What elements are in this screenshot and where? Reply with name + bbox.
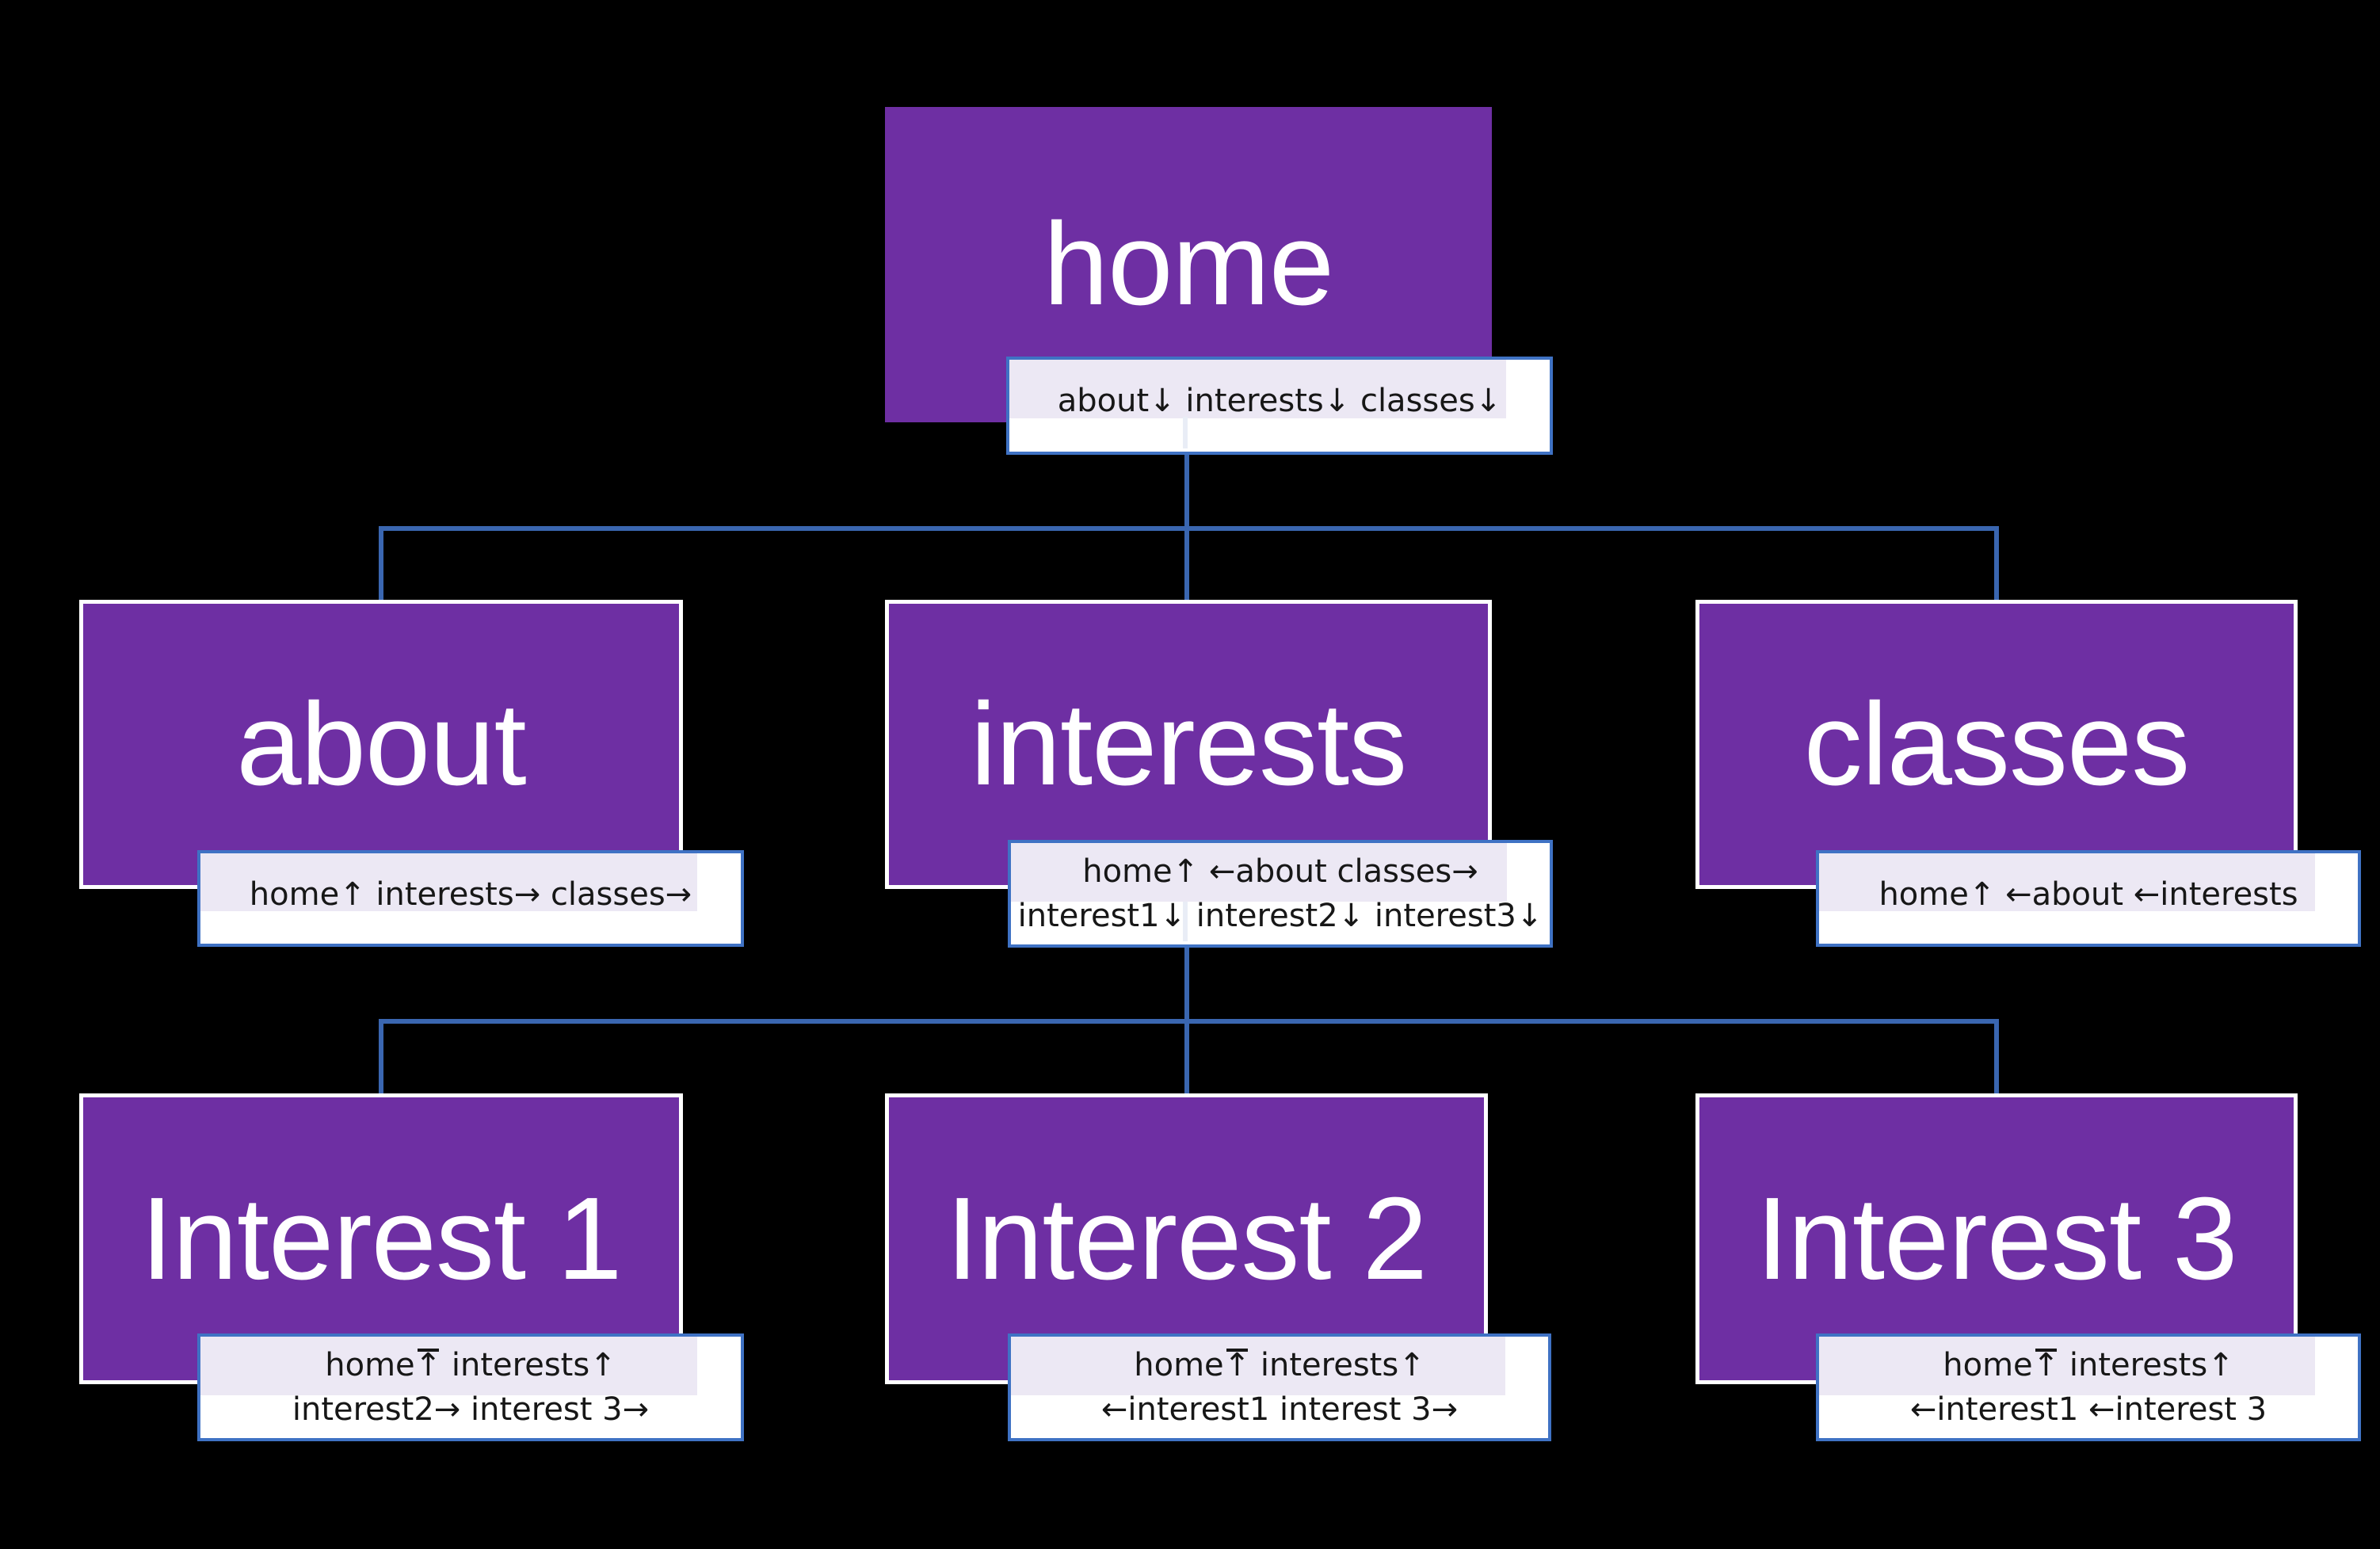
up-arrow-to-bar-icon: ↑ [1224, 1343, 1251, 1387]
node-classes-nav-links: home↑ ←about ←interests [1878, 876, 2298, 913]
node-about-box: about [79, 600, 683, 889]
node-interests-nav-links-1: home↑ ←about classes→ [1082, 853, 1478, 890]
node-about-navlabel: home↑ interests→ classes→ [197, 850, 744, 947]
navlabel-highlight [1009, 360, 1507, 419]
navlabel-highlight [1819, 853, 2315, 911]
node-classes-navlabel: home↑ ←about ←interests [1816, 850, 2361, 947]
navlabel-highlight [200, 853, 698, 911]
node-interest3-nav-links-1: home↑ interests↑ [1819, 1337, 2358, 1387]
connector-interests-to-level3 [1184, 889, 1189, 1021]
up-arrow-to-bar-icon: ↑ [415, 1343, 442, 1387]
node-interests-title: interests [970, 678, 1407, 810]
node-home-title: home [1043, 199, 1334, 330]
node-home-nav-links: about↓ interests↓ classes↓ [1057, 383, 1502, 419]
node-classes-box: classes [1695, 600, 2298, 889]
node-interests-navlabel: home↑ ←about classes→ interest1↓ interes… [1008, 840, 1553, 948]
up-arrow-to-bar-icon: ↑ [2033, 1343, 2060, 1387]
navlabel-highlight [1011, 843, 1507, 902]
connector-drop-classes [1994, 526, 1999, 600]
connector-showthrough [1183, 416, 1188, 448]
connector-home-to-level2 [1184, 422, 1189, 528]
node-interests-nav-links-2: interest1↓ interest2↓ interest3↓ [1017, 898, 1543, 934]
node-interest1-title: Interest 1 [140, 1173, 622, 1304]
connector-drop-about [379, 526, 383, 600]
node-interest2-nav-links-1: home↑ interests↑ [1011, 1337, 1548, 1387]
node-interest2-nav-links-2: ←interest1 interest 3→ [1100, 1391, 1459, 1428]
navlabel-highlight [200, 1337, 698, 1396]
node-interest3-navlabel: home↑ interests↑ ←interest1 ←interest 3 [1816, 1333, 2361, 1441]
connector-drop-interest3 [1994, 1019, 1999, 1093]
navlabel-highlight [1011, 1337, 1505, 1396]
node-interest1-nav-links-1: home↑ interests↑ [200, 1337, 741, 1387]
connector-drop-interests [1184, 526, 1189, 600]
navlabel-highlight [1819, 1337, 2315, 1396]
node-interest2-navlabel: home↑ interests↑ ←interest1 interest 3→ [1008, 1333, 1551, 1441]
node-interest3-nav-links-2: ←interest1 ←interest 3 [1909, 1391, 2267, 1428]
node-about-nav-links: home↑ interests→ classes→ [249, 876, 692, 913]
node-interest3-title: Interest 3 [1756, 1173, 2237, 1304]
connector-showthrough [1183, 902, 1188, 941]
node-about-title: about [236, 678, 526, 810]
node-interest1-navlabel: home↑ interests↑ interest2→ interest 3→ [197, 1333, 744, 1441]
node-home-navlabel: about↓ interests↓ classes↓ [1006, 357, 1553, 455]
node-classes-title: classes [1803, 678, 2191, 810]
node-interest2-title: Interest 2 [945, 1173, 1428, 1304]
connector-drop-interest1 [379, 1019, 383, 1093]
connector-drop-interest2 [1184, 1019, 1189, 1093]
node-interest1-nav-links-2: interest2→ interest 3→ [292, 1391, 650, 1428]
